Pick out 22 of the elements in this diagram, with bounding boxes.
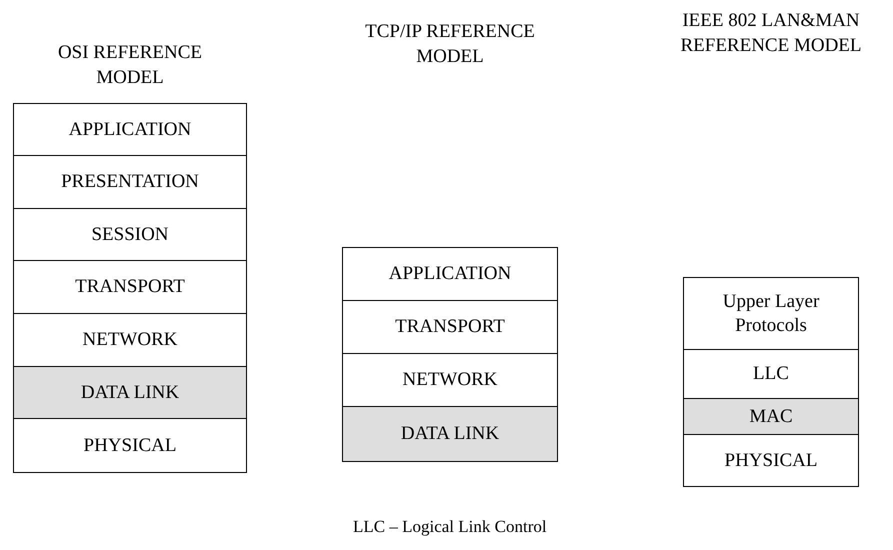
layer-name: PHYSICAL [84, 434, 176, 458]
caption: LLC – Logical Link Control [353, 517, 547, 537]
stack-heading: OSI REFERENCE MODEL [56, 41, 204, 90]
layer-box [684, 399, 858, 435]
layer-name: SESSION [91, 222, 169, 246]
layer-name: MAC [749, 404, 793, 428]
layer-name: PHYSICAL [724, 448, 818, 472]
layer-name: APPLICATION [388, 262, 512, 286]
layer-name: NETWORK [82, 328, 178, 352]
layer-name: PRESENTATION [61, 170, 199, 194]
layer-name: TRANSPORT [75, 275, 185, 299]
layer-box [343, 407, 557, 461]
layer-name: APPLICATION [68, 118, 192, 142]
layer-name: Upper Layer Protocols [722, 290, 820, 338]
model-heading: TCP/IP REFERENCE MODEL [364, 20, 536, 69]
model-heading: IEEE 802 LAN&MAN REFERENCE MODEL [679, 9, 863, 58]
layer-name: NETWORK [402, 368, 498, 392]
layer-box [14, 367, 246, 419]
layer-name: TRANSPORT [395, 315, 505, 339]
layer-name: DATA LINK [400, 422, 500, 446]
layer-name: DATA LINK [80, 380, 180, 404]
layer-name: LLC [753, 362, 789, 386]
